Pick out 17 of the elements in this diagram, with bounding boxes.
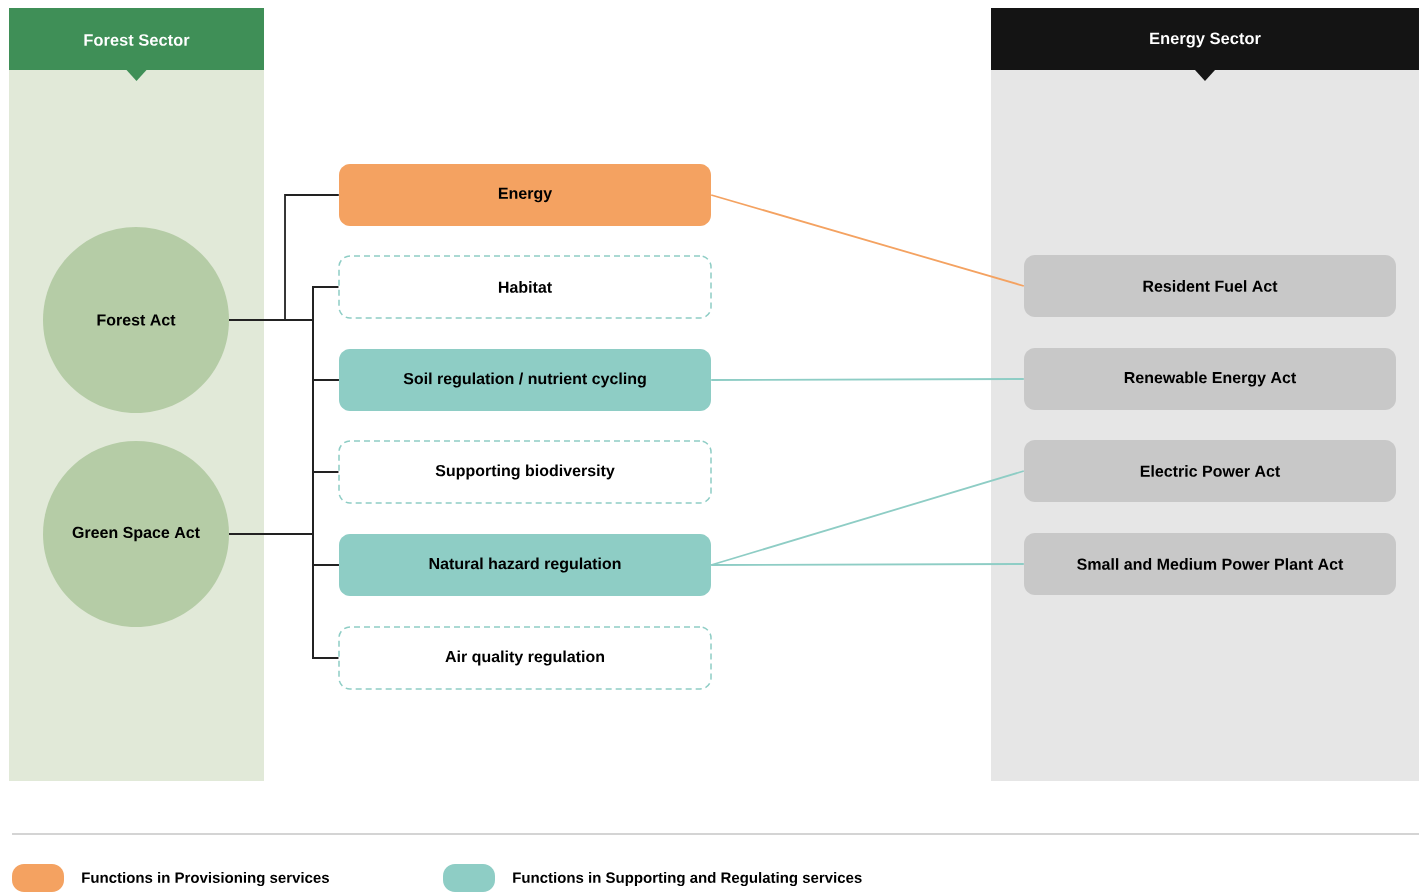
dashed-function-box: Supporting biodiversity: [338, 440, 712, 504]
function-box: Energy: [339, 164, 711, 226]
act-box: Small and Medium Power Plant Act: [1024, 533, 1396, 595]
connector-line: [710, 563, 1025, 566]
dashed-function-box: Habitat: [338, 255, 712, 319]
function-box: Soil regulation / nutrient cycling: [339, 349, 711, 411]
function-box: Natural hazard regulation: [339, 534, 711, 596]
connector-line: [228, 533, 340, 659]
act-box: Renewable Energy Act: [1024, 348, 1396, 410]
act-box: Resident Fuel Act: [1024, 255, 1396, 317]
act-box: Electric Power Act: [1024, 440, 1396, 502]
connector-line: [710, 470, 1025, 566]
dashed-function-box: Air quality regulation: [338, 626, 712, 690]
connector-line: [710, 378, 1025, 381]
legend-label: Functions in Provisioning services: [82, 871, 329, 886]
legend-label: Functions in Supporting and Regulating services: [513, 871, 862, 886]
connector-line: [710, 194, 1025, 287]
